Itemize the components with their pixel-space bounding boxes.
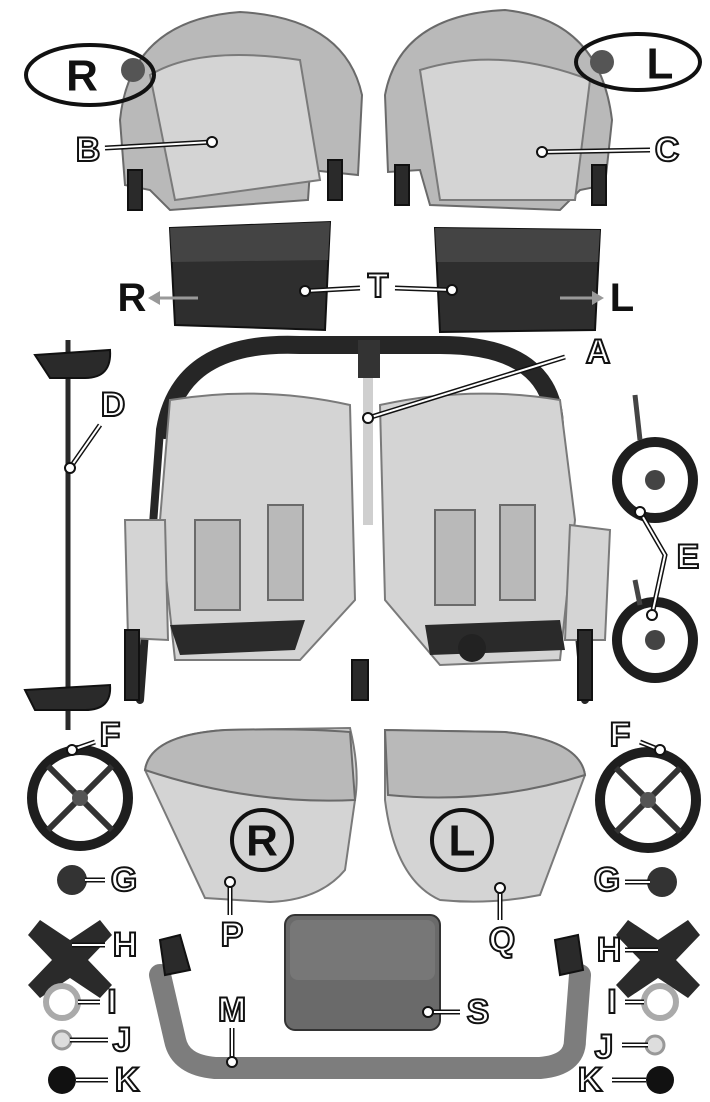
part-label-g-right: G [111, 861, 137, 899]
part-label-e: E [677, 538, 700, 576]
changing-bag [284, 914, 441, 1031]
part-label-b: B [76, 131, 101, 169]
basket-left [433, 226, 602, 334]
cup-holder-bar [23, 340, 112, 730]
part-label-j-right: J [113, 1021, 132, 1059]
right-side-mark: R [66, 52, 98, 101]
hub-caps [57, 865, 677, 897]
end-caps [48, 1066, 674, 1094]
part-label-f-right: F [100, 716, 121, 754]
canopy-left [383, 8, 614, 212]
part-label-p: P [221, 916, 244, 954]
footmuff-left: L [383, 728, 587, 903]
footmuff-left-side-mark: L [449, 817, 476, 866]
part-label-f-left: F [610, 716, 631, 754]
rear-wheel-right [27, 745, 133, 851]
left-side-oval [574, 32, 702, 92]
part-label-a: A [586, 333, 611, 371]
part-label-q: Q [489, 921, 515, 959]
seat-right [123, 392, 357, 661]
part-label-i-left: I [607, 983, 616, 1021]
basket-left-side-mark: L [610, 276, 634, 320]
part-label-i-right: I [107, 983, 116, 1021]
seat-left [378, 392, 612, 667]
part-label-k-left: K [578, 1061, 603, 1099]
footmuff-right: R [143, 726, 358, 904]
part-label-j-left: J [595, 1028, 614, 1066]
part-label-d: D [101, 386, 126, 424]
part-label-h-left: H [597, 931, 622, 969]
part-label-m: M [218, 991, 246, 1029]
brake-crosses [28, 920, 700, 998]
part-label-k-right: K [115, 1061, 140, 1099]
part-label-t: T [368, 267, 389, 305]
part-label-g-left: G [594, 861, 620, 899]
footmuff-right-side-mark: R [246, 817, 278, 866]
front-wheels [612, 394, 698, 683]
leader-lines [64, 136, 668, 1083]
part-label-s: S [467, 993, 490, 1031]
right-side-oval [24, 43, 156, 107]
front-bar [149, 933, 591, 1079]
basket-right-side-mark: R [118, 276, 147, 320]
left-side-mark: L [647, 40, 674, 89]
part-label-c: C [655, 131, 680, 169]
canopy-right [118, 10, 364, 212]
part-label-h-right: H [113, 926, 138, 964]
basket-right [168, 220, 332, 332]
rear-wheel-left [595, 747, 701, 853]
